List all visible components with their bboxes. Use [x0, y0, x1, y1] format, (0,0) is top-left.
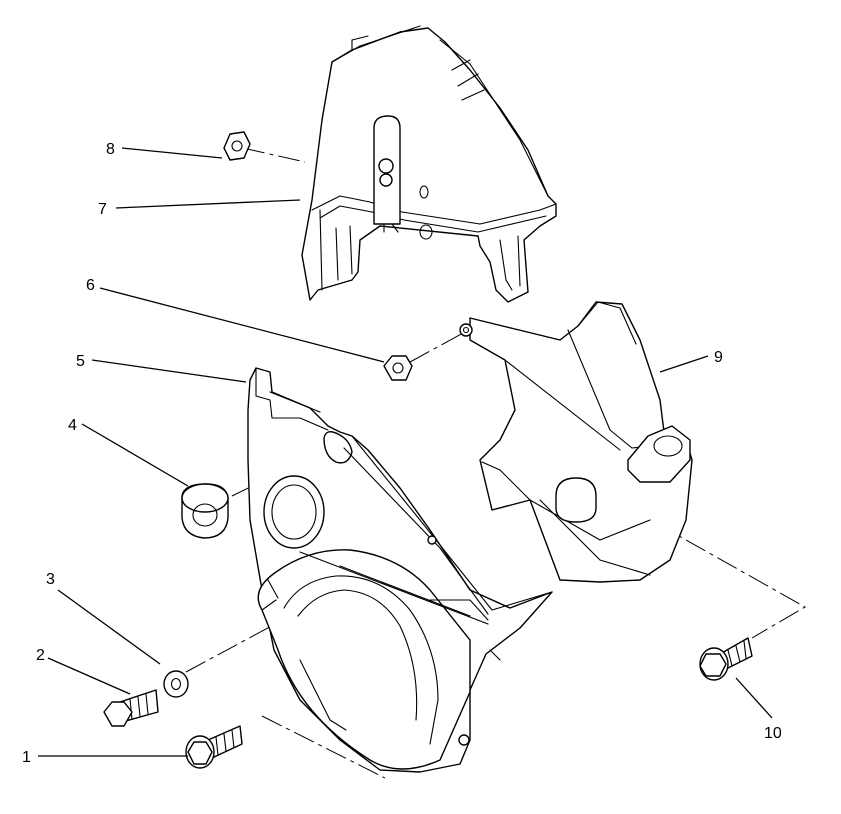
seal-part: [181, 483, 229, 539]
bolt-item-10-part: [699, 637, 753, 681]
nut-item-6-part: [383, 355, 413, 381]
callout-4: 4: [68, 417, 77, 434]
side-cover-part: [459, 301, 693, 583]
nut-item-8-part: [223, 131, 251, 161]
callout-8: 8: [106, 141, 115, 158]
lower-front-cover-part: [247, 367, 553, 773]
callout-5: 5: [76, 353, 85, 370]
callout-2: 2: [36, 647, 45, 664]
bolt-item-2-part: [103, 689, 159, 727]
callout-1: 1: [22, 749, 31, 766]
callout-7: 7: [98, 201, 107, 218]
leader-lines: [38, 147, 773, 757]
callout-10: 10: [764, 725, 782, 742]
upper-front-cover-part: [301, 25, 557, 303]
washer-part: [163, 670, 189, 698]
callout-9: 9: [714, 349, 723, 366]
callout-3: 3: [46, 571, 55, 588]
callout-labels: 1 2 3 4 5 6 7 8 9 10: [22, 141, 782, 766]
bolt-item-1-part: [185, 725, 243, 769]
callout-6: 6: [86, 277, 95, 294]
